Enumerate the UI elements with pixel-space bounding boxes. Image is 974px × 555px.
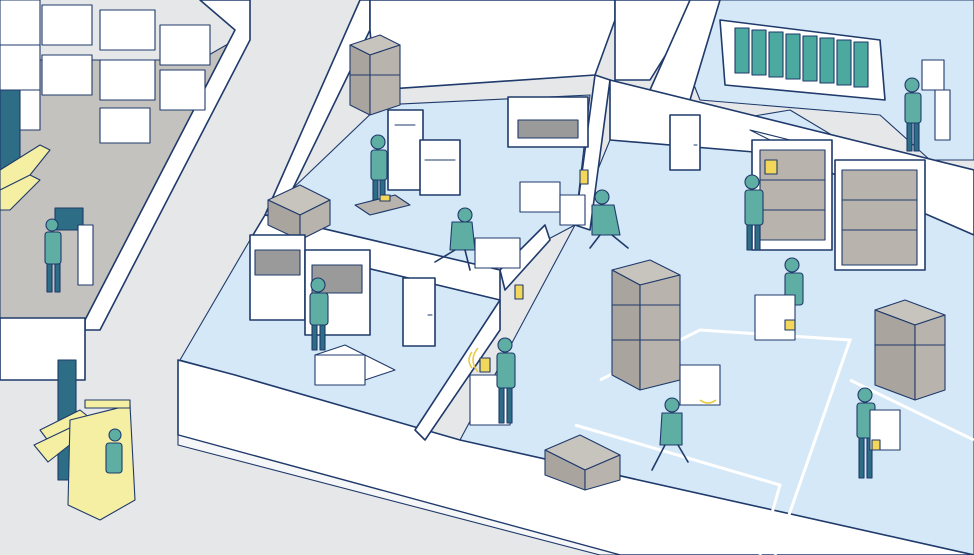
control-room-table — [314, 344, 396, 386]
warehouse-right-wall — [84, 0, 251, 331]
main-wall-top-left — [264, 0, 371, 216]
shelf-bins-left — [749, 129, 833, 251]
machine-a — [387, 109, 461, 196]
box-stack-center — [611, 259, 681, 391]
forklift-bottom — [33, 359, 136, 521]
equipment-room — [267, 34, 589, 271]
worker-cart-top — [589, 189, 629, 249]
door-production — [669, 114, 701, 171]
main-wall-front-base — [177, 434, 621, 555]
worker-cart-center — [754, 257, 804, 341]
box-stack-right — [874, 299, 946, 401]
worker-pushing-cart — [434, 207, 521, 271]
worker-locker-terminal — [904, 59, 951, 152]
door-control-room — [402, 277, 436, 347]
partition-post — [499, 224, 551, 291]
locker-room — [719, 19, 951, 152]
worker-shelves — [744, 159, 778, 251]
worker-scanner — [468, 337, 516, 426]
control-room — [249, 234, 516, 426]
shelf-bins-right — [834, 159, 926, 271]
worker-machine — [354, 134, 411, 216]
production-floor-contents — [544, 129, 974, 555]
uniforms — [734, 27, 869, 88]
warehouse-building — [0, 0, 251, 381]
divider-wall-lower — [414, 299, 501, 441]
machine-b — [507, 96, 589, 148]
box-stack-equipment — [349, 34, 401, 116]
worker-cart-lower — [651, 364, 721, 471]
main-wall-top — [369, 0, 616, 91]
main-wall-top-right — [614, 0, 701, 81]
box-stack-bottom — [544, 434, 621, 491]
forklift-warehouse — [0, 89, 51, 211]
worker-trolley-right — [856, 387, 901, 479]
worker-at-terminal — [44, 207, 94, 293]
rfid-signals — [379, 169, 589, 300]
worker-control-panel — [309, 277, 329, 351]
cart-equipment — [519, 181, 586, 226]
